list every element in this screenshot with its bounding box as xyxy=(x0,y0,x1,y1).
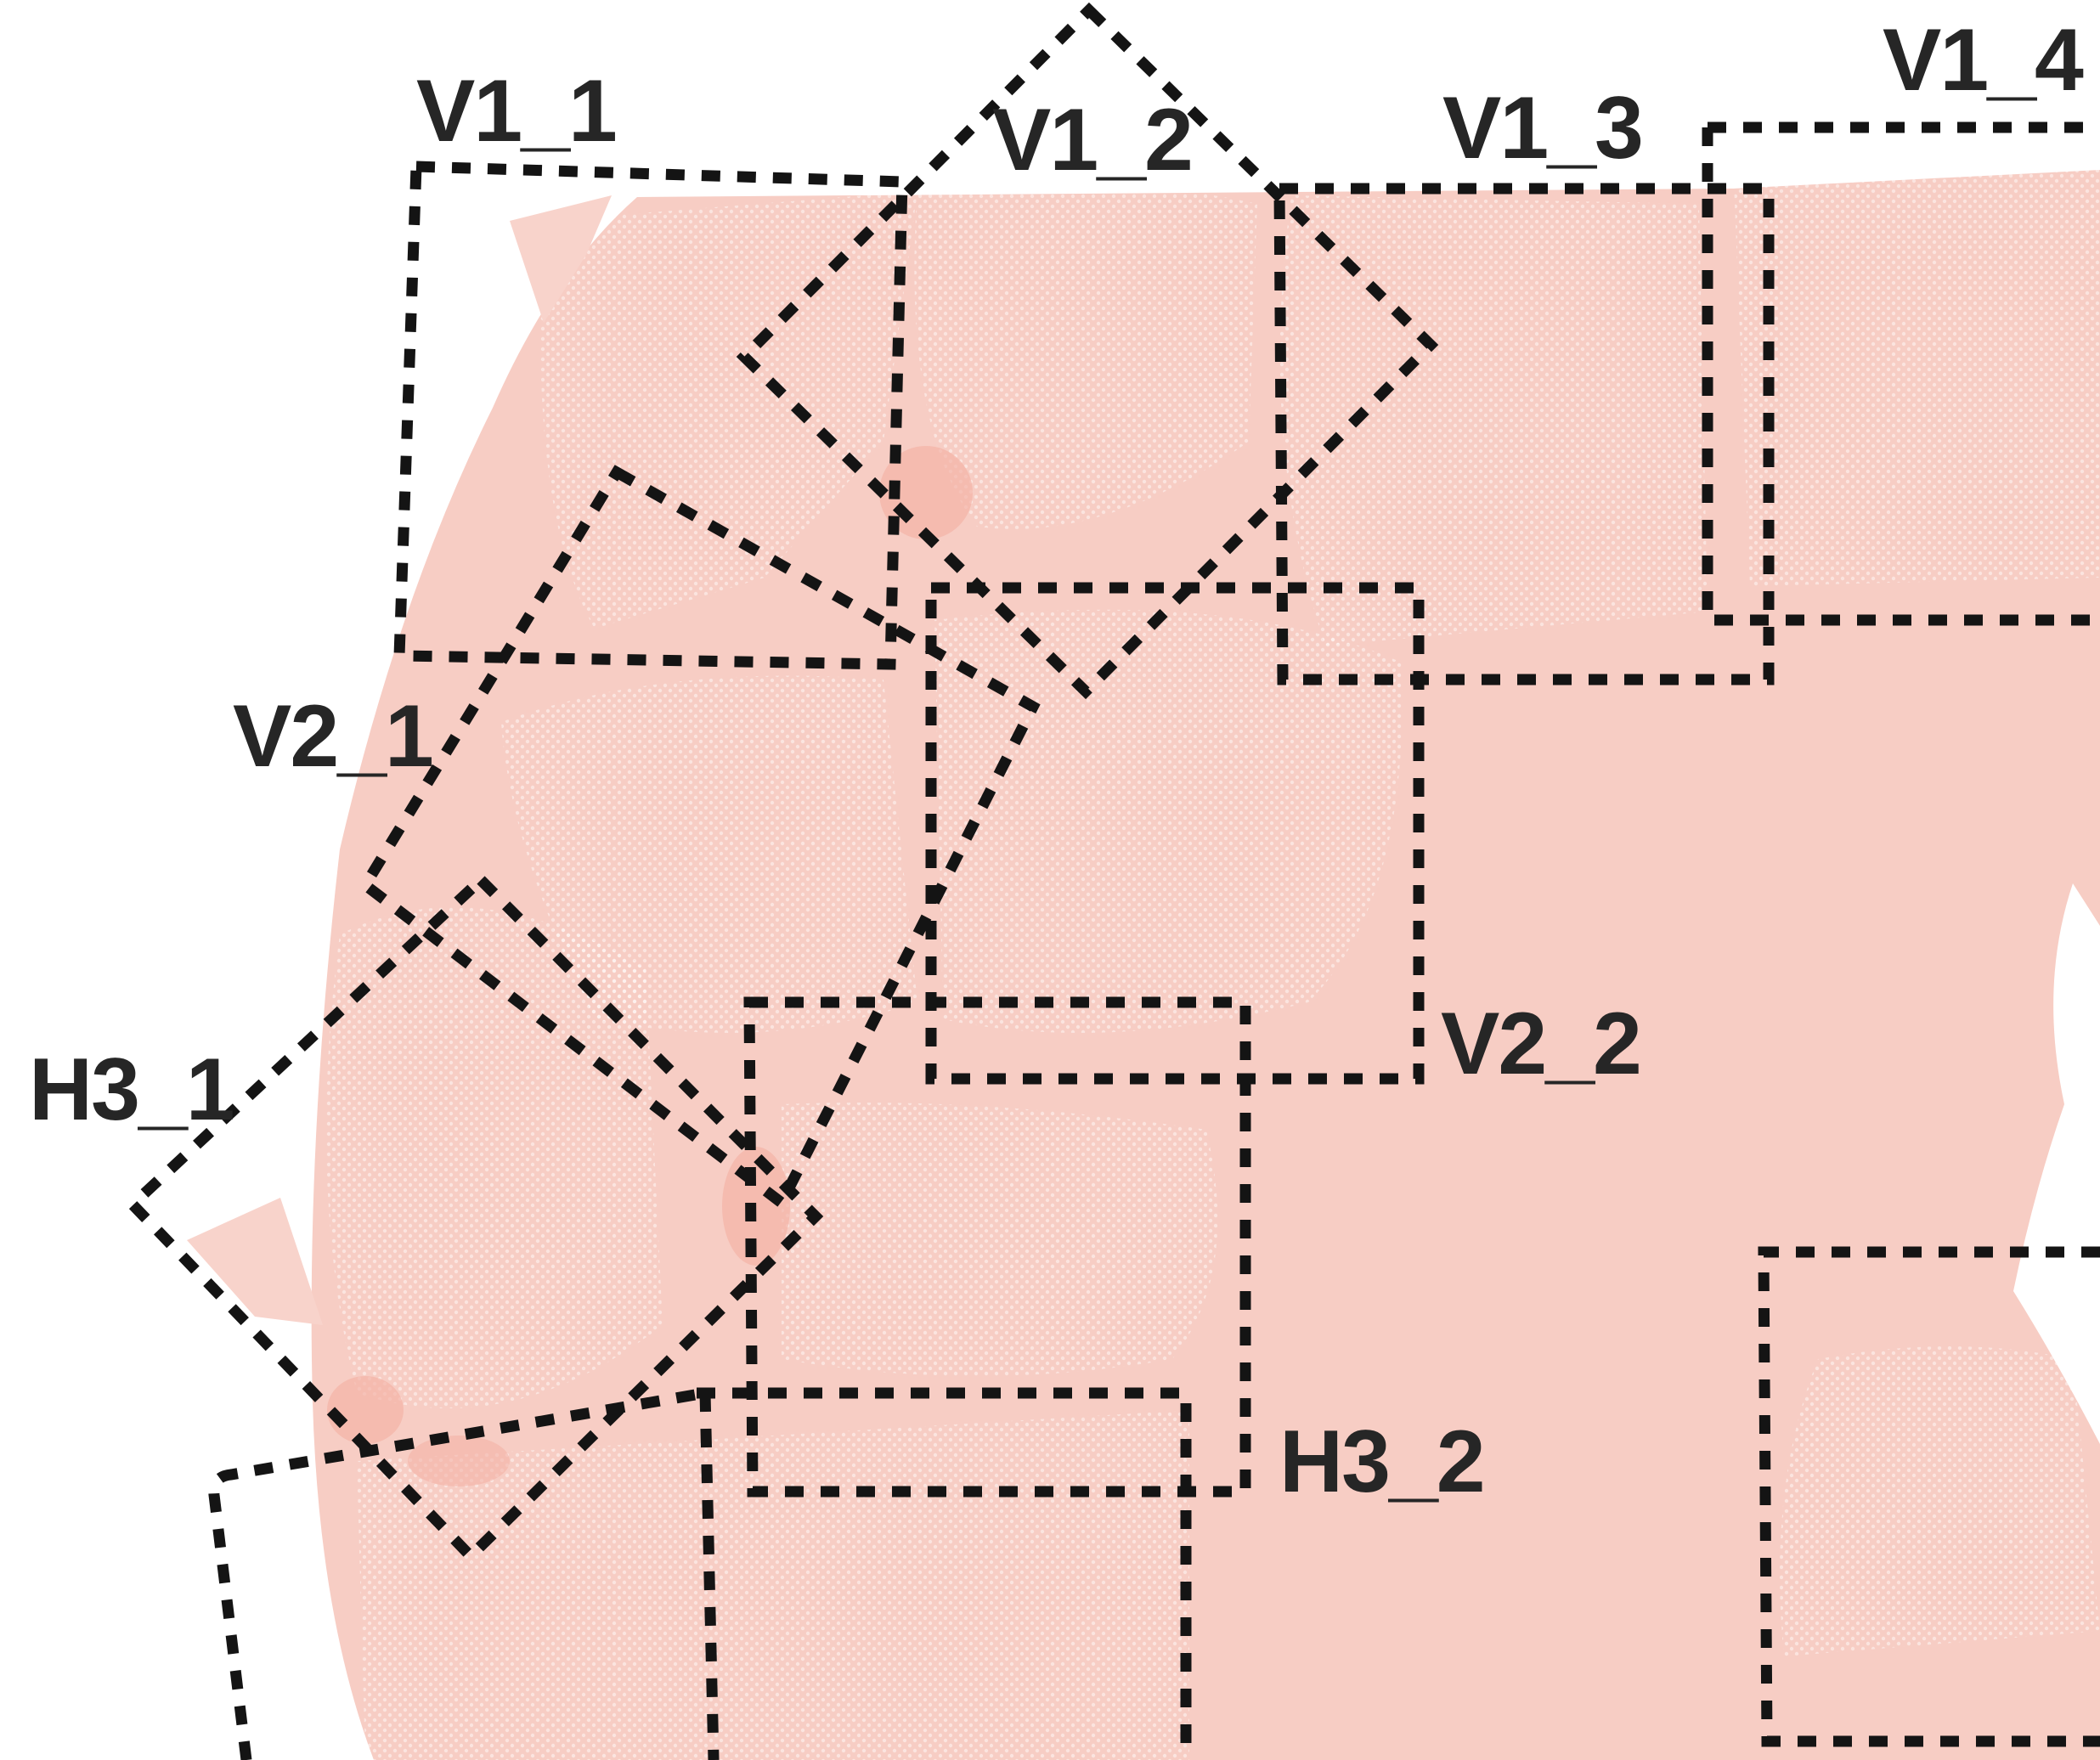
region-label-v1-4: V1_4 xyxy=(1883,11,2084,110)
region-label-v2-1: V2_1 xyxy=(233,687,432,786)
region-labels: V1_1 V1_2 V1_3 V1_4 V2_1 V2_2 H3_1 H3_2 xyxy=(29,11,2086,1511)
tissue-piece-upper-right xyxy=(1279,195,1708,646)
region-label-v2-2: V2_2 xyxy=(1441,995,1640,1093)
region-label-v1-3: V1_3 xyxy=(1442,79,1642,178)
tissue-piece-upper-left xyxy=(540,191,917,629)
tissue-piece-lower-right xyxy=(1780,1346,2100,1656)
tissue-piece-middle xyxy=(934,609,1403,1033)
region-box-v1-4 xyxy=(1702,121,2100,626)
tissue-piece-bottom xyxy=(357,1410,1189,1760)
tissue-piece-lower-left xyxy=(326,907,663,1408)
tissue-piece-strip-right xyxy=(1733,161,2100,586)
region-outlines xyxy=(124,2,2100,1760)
region-label-v1-1: V1_1 xyxy=(416,62,616,161)
tissue-background xyxy=(187,161,2100,1760)
region-label-h3-2: H3_2 xyxy=(1279,1413,1484,1511)
tissue-light-edge xyxy=(510,195,612,323)
region-box-v1-2 xyxy=(736,2,1439,700)
tissue-light-edge xyxy=(187,1198,323,1325)
region-box-v2-1 xyxy=(358,465,1041,1211)
region-box-v2-2 xyxy=(925,582,1425,1085)
tissue-blotch xyxy=(408,1436,510,1486)
region-box-bottom-right xyxy=(1758,1246,2100,1747)
tissue-piece-upper-middle xyxy=(914,181,1257,529)
region-box-h3-2 xyxy=(743,996,1251,1498)
tissue-blotch xyxy=(327,1376,404,1444)
region-label-v1-2: V1_2 xyxy=(992,91,1192,189)
tissue-piece-lower-middle xyxy=(782,1103,1218,1376)
region-label-h3-1: H3_1 xyxy=(29,1041,234,1139)
region-box-v1-1 xyxy=(393,161,908,670)
tissue-piece-middle-left xyxy=(501,675,917,1033)
region-box-bottom-left xyxy=(208,1387,720,1760)
region-box-v1-3 xyxy=(1273,183,1775,685)
white-notch xyxy=(2013,883,2100,1444)
